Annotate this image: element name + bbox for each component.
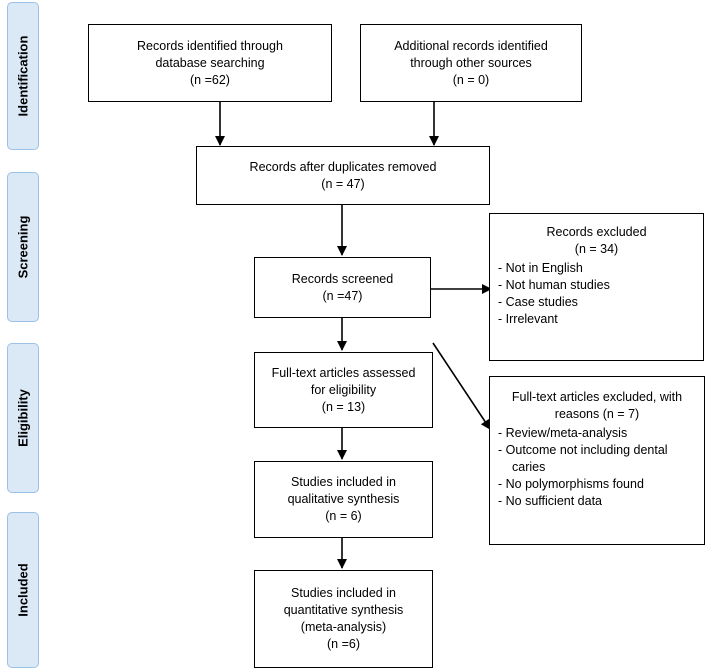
box-count: (n =62) bbox=[190, 72, 230, 87]
box-text-line: Additional records identified bbox=[394, 38, 548, 53]
list-item: Outcome not including dental caries bbox=[498, 442, 696, 476]
list-item: Case studies bbox=[498, 294, 695, 311]
box-records-excluded: Records excluded (n = 34) Not in English… bbox=[489, 213, 704, 361]
box-count: (n = 6) bbox=[325, 509, 362, 523]
phase-screening: Screening bbox=[7, 172, 39, 322]
list-item: Review/meta-analysis bbox=[498, 425, 696, 442]
box-text-line: (meta-analysis) bbox=[300, 620, 387, 634]
box-text-line: Studies included in bbox=[291, 475, 396, 489]
box-other-sources: Additional records identified through ot… bbox=[360, 24, 582, 102]
exclusion-reasons-list: Review/meta-analysis Outcome not includi… bbox=[498, 425, 696, 510]
phase-identification: Identification bbox=[7, 2, 39, 150]
box-text-line: Records identified through bbox=[137, 38, 283, 53]
phase-included: Included bbox=[7, 512, 39, 668]
box-records-screened: Records screened (n =47) bbox=[254, 257, 431, 318]
box-count: (n = 34) bbox=[574, 242, 619, 256]
box-text-line: Full-text articles assessed bbox=[271, 365, 416, 380]
box-count: (n = 13) bbox=[321, 399, 366, 414]
list-item: Not human studies bbox=[498, 277, 695, 294]
box-count: (n =47) bbox=[322, 288, 363, 303]
arrow-fulltext-to-excluded bbox=[432, 342, 491, 430]
box-heading: Records excluded bbox=[546, 225, 647, 239]
box-count: (n = 47) bbox=[321, 176, 365, 191]
box-count: (n =6) bbox=[326, 637, 360, 651]
list-item: No sufficient data bbox=[498, 493, 696, 510]
box-heading: Full-text articles excluded, with bbox=[511, 390, 683, 404]
phase-eligibility: Eligibility bbox=[7, 343, 39, 493]
box-fulltext-assessed: Full-text articles assessed for eligibil… bbox=[254, 352, 433, 428]
box-fulltext-excluded: Full-text articles excluded, with reason… bbox=[489, 376, 705, 545]
box-text-line: Records screened bbox=[291, 271, 394, 286]
box-quantitative-synthesis: Studies included in quantitative synthes… bbox=[254, 570, 433, 668]
box-text-line: qualitative synthesis bbox=[287, 492, 400, 506]
list-item: Not in English bbox=[498, 260, 695, 277]
box-text-line: quantitative synthesis bbox=[283, 603, 404, 617]
list-item: Irrelevant bbox=[498, 311, 695, 328]
box-database-search: Records identified through database sear… bbox=[88, 24, 332, 102]
box-qualitative-synthesis: Studies included in qualitative synthesi… bbox=[254, 461, 433, 538]
box-text-line: Records after duplicates removed bbox=[249, 159, 437, 174]
box-count: (n = 0) bbox=[452, 72, 490, 87]
exclusion-reasons-list: Not in English Not human studies Case st… bbox=[498, 260, 695, 328]
box-after-duplicates: Records after duplicates removed (n = 47… bbox=[196, 146, 490, 205]
box-text-line: through other sources bbox=[410, 55, 532, 70]
box-text-line: database searching bbox=[155, 55, 265, 70]
box-count: reasons (n = 7) bbox=[554, 407, 640, 421]
list-item: No polymorphisms found bbox=[498, 476, 696, 493]
box-text-line: Studies included in bbox=[291, 586, 396, 600]
box-text-line: for eligibility bbox=[310, 382, 377, 397]
